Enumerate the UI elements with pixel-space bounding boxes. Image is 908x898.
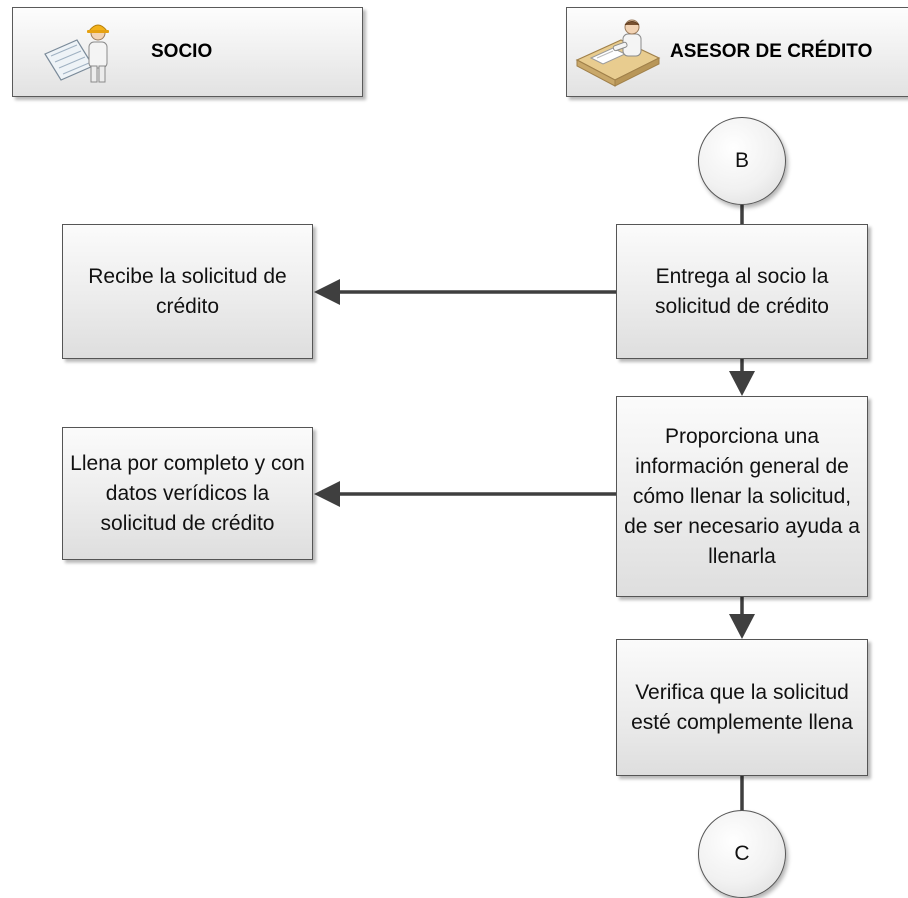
- step-verifica-text: Verifica que la solicitud esté complemen…: [631, 680, 853, 734]
- step-proporciona-text: Proporciona una información general de c…: [624, 424, 860, 568]
- connector-c: C: [698, 810, 786, 898]
- step-recibe-solicitud: Recibe la solicitud de crédito: [62, 224, 313, 359]
- arrow-entrega-to-proporciona: [729, 359, 755, 396]
- connector-b-label: B: [734, 149, 749, 172]
- lane-header-asesor: ASESOR DE CRÉDITO: [566, 7, 908, 97]
- step-llena-solicitud: Llena por completo y con datos verídicos…: [62, 427, 313, 560]
- step-entrega-solicitud: Entrega al socio la solicitud de crédito: [616, 224, 868, 359]
- lane-title-socio: SOCIO: [151, 41, 213, 62]
- worker-with-blueprint-icon: [44, 24, 109, 83]
- step-recibe-text: Recibe la solicitud de crédito: [88, 264, 287, 318]
- connector-b: B: [698, 117, 786, 205]
- step-entrega-text: Entrega al socio la solicitud de crédito: [655, 264, 829, 318]
- arrow-proporciona-to-verifica: [729, 597, 755, 639]
- lane-header-socio: SOCIO: [12, 7, 363, 97]
- arrow-entrega-to-recibe: [314, 279, 616, 305]
- step-verifica-solicitud: Verifica que la solicitud esté complemen…: [616, 639, 868, 776]
- step-llena-text: Llena por completo y con datos verídicos…: [70, 451, 305, 535]
- arrow-proporciona-to-llena: [314, 481, 616, 507]
- lane-title-asesor: ASESOR DE CRÉDITO: [670, 41, 873, 62]
- connector-c-label: C: [734, 842, 750, 865]
- step-proporciona-informacion: Proporciona una información general de c…: [616, 396, 868, 597]
- person-at-desk-icon: [575, 19, 661, 87]
